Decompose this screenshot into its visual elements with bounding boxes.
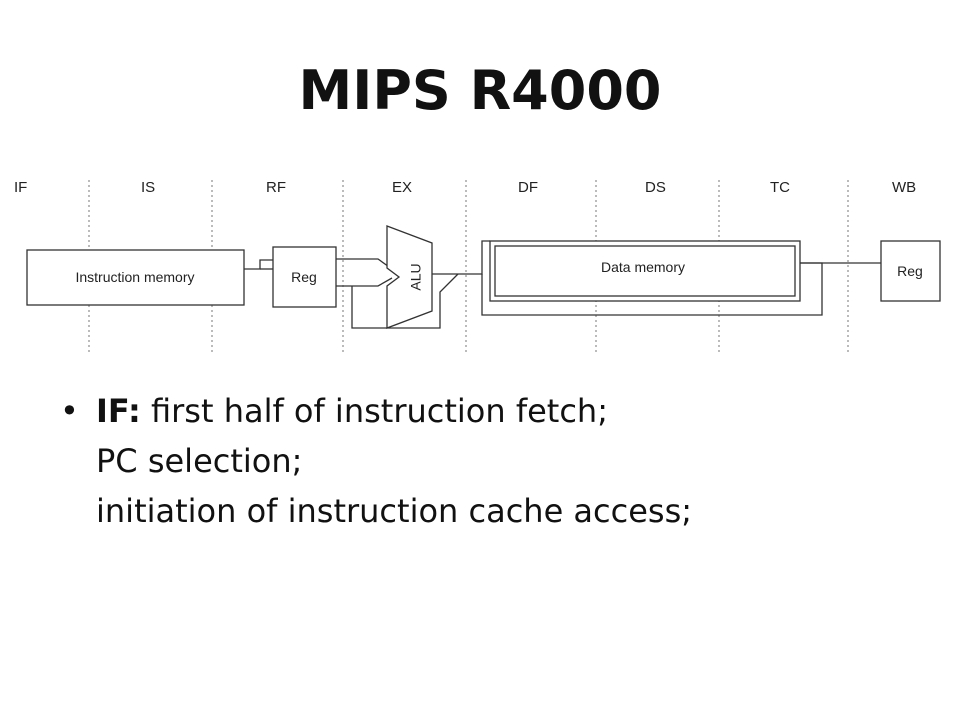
stage-label-ds: DS: [645, 179, 666, 196]
stage-label-if: IF: [14, 179, 27, 196]
wire-reg-to-alu: [336, 258, 393, 270]
bullet-continuation-line: PC selection;: [96, 442, 303, 480]
stage-label-ex: EX: [392, 179, 412, 196]
stage-label-is: IS: [141, 179, 155, 196]
stage-label-df: DF: [518, 179, 538, 196]
bullet-marker: •: [60, 392, 79, 430]
bullet-continuation-line: initiation of instruction cache access;: [96, 492, 693, 530]
pipeline-diagram: IF IS RF EX DF DS TC WB Instruction memo…: [14, 179, 941, 355]
alu-label: ALU: [408, 263, 424, 290]
instruction-memory-box: [26, 249, 245, 306]
stage-label-rf: RF: [266, 179, 286, 196]
reg-right-label: Reg: [897, 263, 923, 279]
reg-left-label: Reg: [291, 269, 317, 285]
stage-label-wb: WB: [892, 179, 916, 196]
bullet-list: • IF: first half of instruction fetch; P…: [60, 386, 940, 536]
wire-imem-to-reg: [244, 259, 273, 270]
instruction-memory-label: Instruction memory: [75, 269, 194, 285]
wire-reg-to-alu: [336, 277, 393, 287]
data-memory-label: Data memory: [601, 259, 685, 275]
bullet-term: IF:: [96, 392, 141, 430]
reg-right-box: [880, 240, 941, 302]
slide-title: MIPS R4000: [298, 59, 662, 122]
bullet-text: first half of instruction fetch;: [140, 392, 608, 430]
stage-label-tc: TC: [770, 179, 790, 196]
bullet-item: • IF: first half of instruction fetch;: [60, 386, 940, 436]
alu-shape: [386, 225, 433, 329]
wire-alu-feedback: [351, 273, 459, 329]
wire-alu-to-dmem: [432, 240, 490, 275]
reg-left-box: [272, 246, 337, 308]
data-memory-inner: [494, 245, 796, 297]
